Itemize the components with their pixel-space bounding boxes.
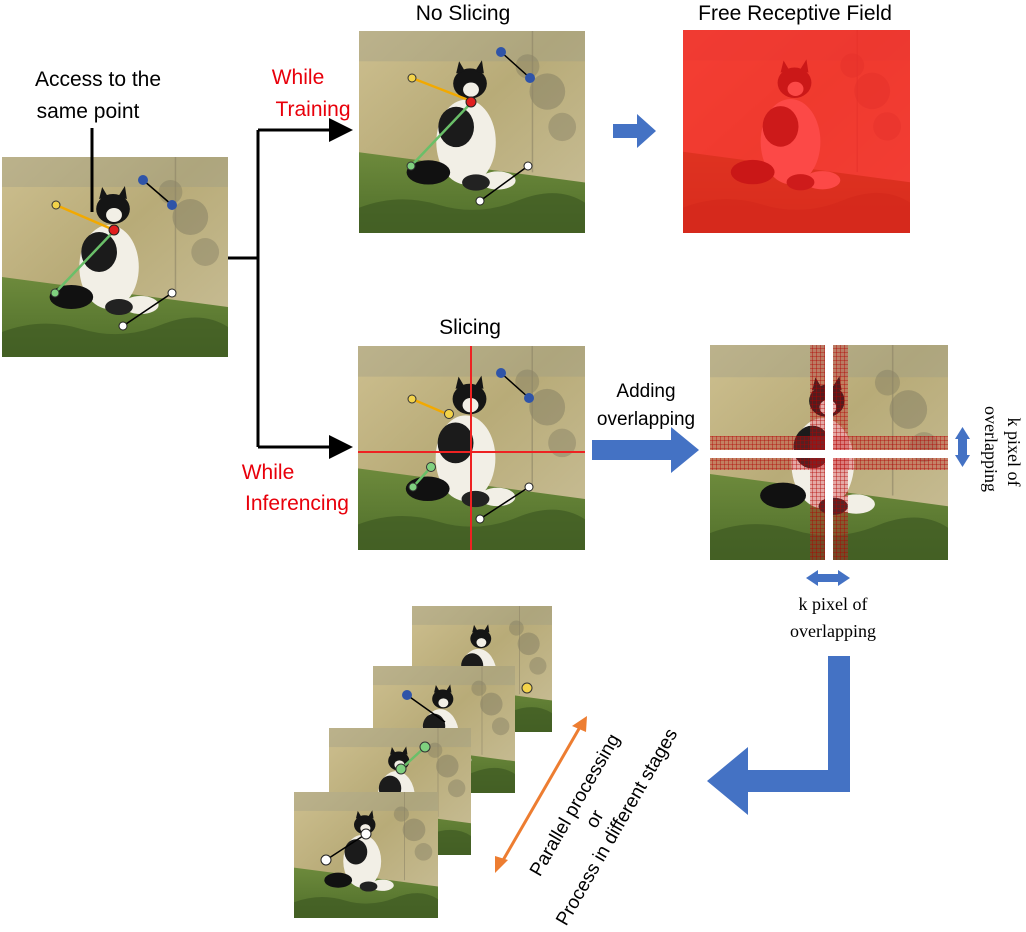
parallel-double-arrow (495, 716, 587, 873)
adding-overlapping-label-1: Adding (616, 381, 675, 402)
white-point (475, 514, 485, 524)
free-receptive-field-title: Free Receptive Field (698, 2, 892, 25)
red-point (465, 96, 477, 108)
red-point (108, 224, 120, 236)
orange-connection (55, 203, 115, 232)
access-label-line2: same point (37, 100, 140, 123)
slicing-image (358, 346, 585, 550)
k-pixel-double-arrow-vertical (955, 427, 970, 467)
green-point (419, 741, 431, 753)
while-inferencing-label-1: While (242, 461, 295, 484)
flow-arrow-adding-overlapping (592, 427, 699, 473)
green-point (406, 161, 416, 171)
blue-point (496, 47, 506, 57)
original-image-panel (2, 157, 228, 357)
blue-point (496, 368, 506, 378)
slice-stack (294, 606, 552, 918)
k-pixel-label-bottom-1: k pixel of (799, 594, 868, 614)
slice-gap-horizontal (710, 450, 948, 458)
white-connection (122, 292, 173, 327)
green-connection (54, 231, 114, 294)
no-slicing-image (359, 31, 585, 233)
overlapping-image (710, 345, 948, 560)
receptive-field-image (683, 30, 910, 233)
k-pixel-label-bottom-2: overlapping (790, 621, 876, 641)
access-label-line1: Access to the (35, 68, 161, 91)
while-training-label-2: Training (275, 98, 350, 121)
slice-tile-4 (412, 606, 552, 732)
blue-point (402, 690, 412, 700)
slicing-title: Slicing (439, 316, 501, 339)
flow-arrow-l-shaped (707, 656, 850, 815)
yellow-point (51, 200, 61, 210)
white-point (167, 288, 177, 298)
blue-point (167, 200, 177, 210)
white-point (360, 828, 372, 840)
slice-tile-2 (329, 728, 471, 855)
no-slicing-title: No Slicing (416, 2, 511, 25)
k-pixel-double-arrow-horizontal (806, 570, 850, 586)
white-point (524, 482, 534, 492)
slice-tile-3 (373, 666, 515, 793)
white-point (475, 196, 485, 206)
k-pixel-label-right-1: k pixel of (1004, 418, 1024, 487)
white-point (320, 854, 332, 866)
white-point (523, 161, 533, 171)
yellow-point (407, 73, 417, 83)
green-point (408, 482, 418, 492)
blue-connection (142, 179, 173, 206)
green-point (426, 462, 436, 472)
flow-arrow-to-receptive-field (613, 114, 656, 148)
blue-point (524, 393, 534, 403)
green-point (50, 288, 60, 298)
blue-point (525, 73, 535, 83)
blue-point (138, 175, 148, 185)
yellow-point (407, 394, 417, 404)
yellow-point (521, 682, 533, 694)
adding-overlapping-label-2: overlapping (597, 409, 695, 430)
slice-tile-1 (294, 792, 438, 918)
white-point (118, 321, 128, 331)
yellow-point (444, 409, 454, 419)
while-training-label-1: While (272, 66, 325, 89)
green-point (395, 763, 407, 775)
branch-connector (228, 118, 353, 459)
while-inferencing-label-2: Inferencing (245, 492, 349, 515)
k-pixel-label-right-2: overlapping (981, 406, 1001, 492)
